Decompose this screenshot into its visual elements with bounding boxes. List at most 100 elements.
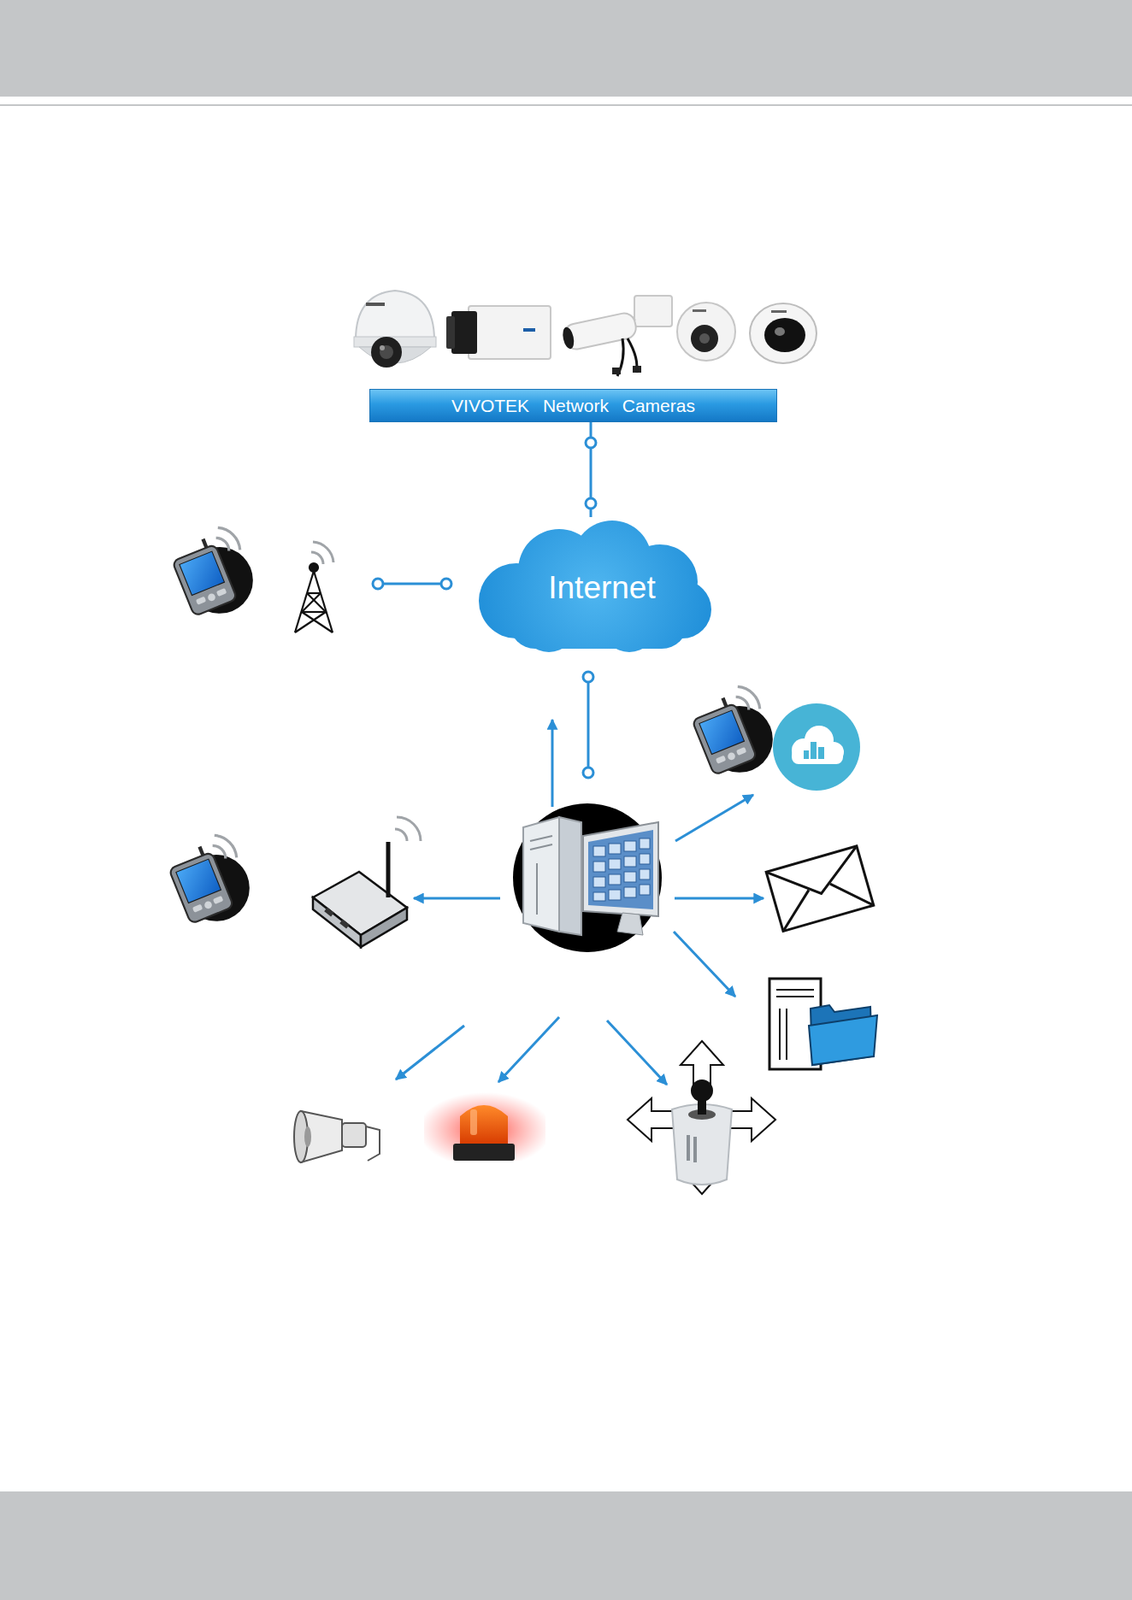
gsm-modem-icon-part — [324, 907, 335, 918]
link-line-part — [441, 578, 452, 590]
cell-tower-part — [301, 611, 326, 614]
footer-band — [0, 1491, 1132, 1600]
label-band: VIVOTEK Network Cameras — [369, 389, 778, 423]
speaker-horn-part — [300, 1111, 342, 1163]
link-line — [372, 578, 452, 590]
workstation-part — [536, 863, 538, 915]
workstation-part-part — [624, 887, 637, 898]
flow-arrow — [413, 897, 501, 901]
workstation-part-part — [608, 890, 621, 901]
ptz-joystick-part — [686, 1135, 690, 1162]
gsm-modem-icon-part — [395, 829, 407, 842]
mini-dome-camera-part — [690, 324, 719, 353]
cloud-service-icon-part — [791, 748, 844, 765]
link-line-part — [372, 578, 384, 590]
link-line — [583, 672, 594, 779]
link-line-part — [583, 767, 594, 779]
cloud-label: Internet — [548, 570, 655, 607]
workstation-part-part — [608, 859, 621, 870]
fisheye-camera-part — [774, 327, 785, 337]
alarm-light-part — [470, 1109, 478, 1136]
cell-tower-part — [301, 612, 333, 633]
gsm-modem-icon-part — [360, 907, 407, 948]
bullet-camera-part — [560, 311, 638, 352]
cell-tower-part — [311, 552, 324, 565]
ptz-joystick-part — [693, 1137, 697, 1163]
file-server-icon-part — [778, 1008, 781, 1061]
bullet-camera — [560, 295, 673, 377]
band-label: VIVOTEK Network Cameras — [451, 395, 696, 417]
flow-arrow — [498, 1017, 560, 1083]
workstation-part — [559, 817, 582, 936]
workstation-part-part — [608, 843, 621, 855]
link-line-part — [587, 677, 590, 773]
cell-tower-part — [306, 592, 321, 595]
fisheye-camera-part — [749, 303, 817, 364]
mobile-device — [168, 527, 253, 617]
box-camera-part — [446, 316, 455, 349]
gsm-modem-icon — [312, 817, 421, 948]
internet-cloud: Internet — [466, 517, 715, 655]
fisheye-camera-part — [764, 318, 806, 353]
workstation-part-part — [593, 846, 606, 857]
workstation-part — [593, 838, 650, 902]
workstation-part-part — [639, 884, 650, 896]
cell-tower — [294, 542, 334, 633]
workstation-part — [523, 817, 560, 932]
flow-arrow — [607, 1020, 667, 1085]
mini-dome-camera-part — [692, 309, 707, 313]
speaker-horn-part — [341, 1123, 366, 1148]
gsm-modem-icon-part — [386, 842, 391, 898]
workstation-part-part — [593, 861, 606, 873]
workstation-part — [583, 822, 659, 917]
fisheye-camera-part — [771, 310, 787, 313]
cell-tower-part — [306, 593, 326, 613]
file-server-icon-part — [776, 996, 814, 998]
cloud-service-icon-part — [818, 747, 825, 760]
email-icon-part — [766, 846, 874, 932]
ptz-joystick-part — [672, 1104, 732, 1186]
workstation-part-part — [608, 874, 621, 885]
ptz-joystick-part — [627, 1098, 678, 1142]
workstation-part — [530, 836, 553, 842]
cloud-service-icon-part — [810, 742, 817, 760]
fisheye-camera — [749, 303, 817, 364]
flow-arrow — [675, 795, 754, 842]
email-icon-part — [774, 890, 819, 932]
workstation-part — [512, 803, 662, 953]
link-node-dot — [585, 498, 596, 509]
dome-camera-part — [379, 345, 385, 351]
workstation-part-part — [593, 892, 606, 902]
dome-camera-part — [355, 290, 435, 341]
dome-camera-part — [379, 345, 394, 360]
workstation-part — [530, 844, 553, 850]
email-icon-part — [766, 846, 867, 908]
email-icon — [766, 846, 874, 932]
link-node-dot — [585, 437, 596, 449]
mini-dome-camera — [677, 302, 736, 361]
cell-tower-part — [309, 563, 319, 572]
gsm-modem-icon-part — [312, 897, 361, 948]
flow-arrow — [673, 931, 736, 997]
flow-arrow — [551, 719, 555, 808]
cloud-service-icon — [772, 703, 861, 791]
speaker-horn-part — [304, 1126, 312, 1148]
workstation-part-part — [624, 856, 637, 867]
box-camera-part — [468, 306, 551, 360]
workstation-part-part — [624, 872, 637, 883]
box-camera-part — [451, 311, 478, 354]
email-icon-part — [830, 874, 874, 916]
header-rule — [0, 104, 1132, 107]
cell-tower-part — [312, 542, 334, 563]
bullet-camera-part-part — [562, 311, 638, 352]
mobile-device — [688, 686, 773, 776]
alarm-light-part — [424, 1092, 546, 1162]
alarm-light-part — [459, 1105, 508, 1146]
dome-camera-part — [365, 302, 385, 307]
cloud-service-icon-part — [803, 750, 809, 760]
bullet-camera-part — [634, 295, 673, 327]
dome-camera — [353, 290, 437, 368]
cloud-service-icon-part — [772, 703, 861, 791]
workstation-part — [617, 913, 643, 936]
